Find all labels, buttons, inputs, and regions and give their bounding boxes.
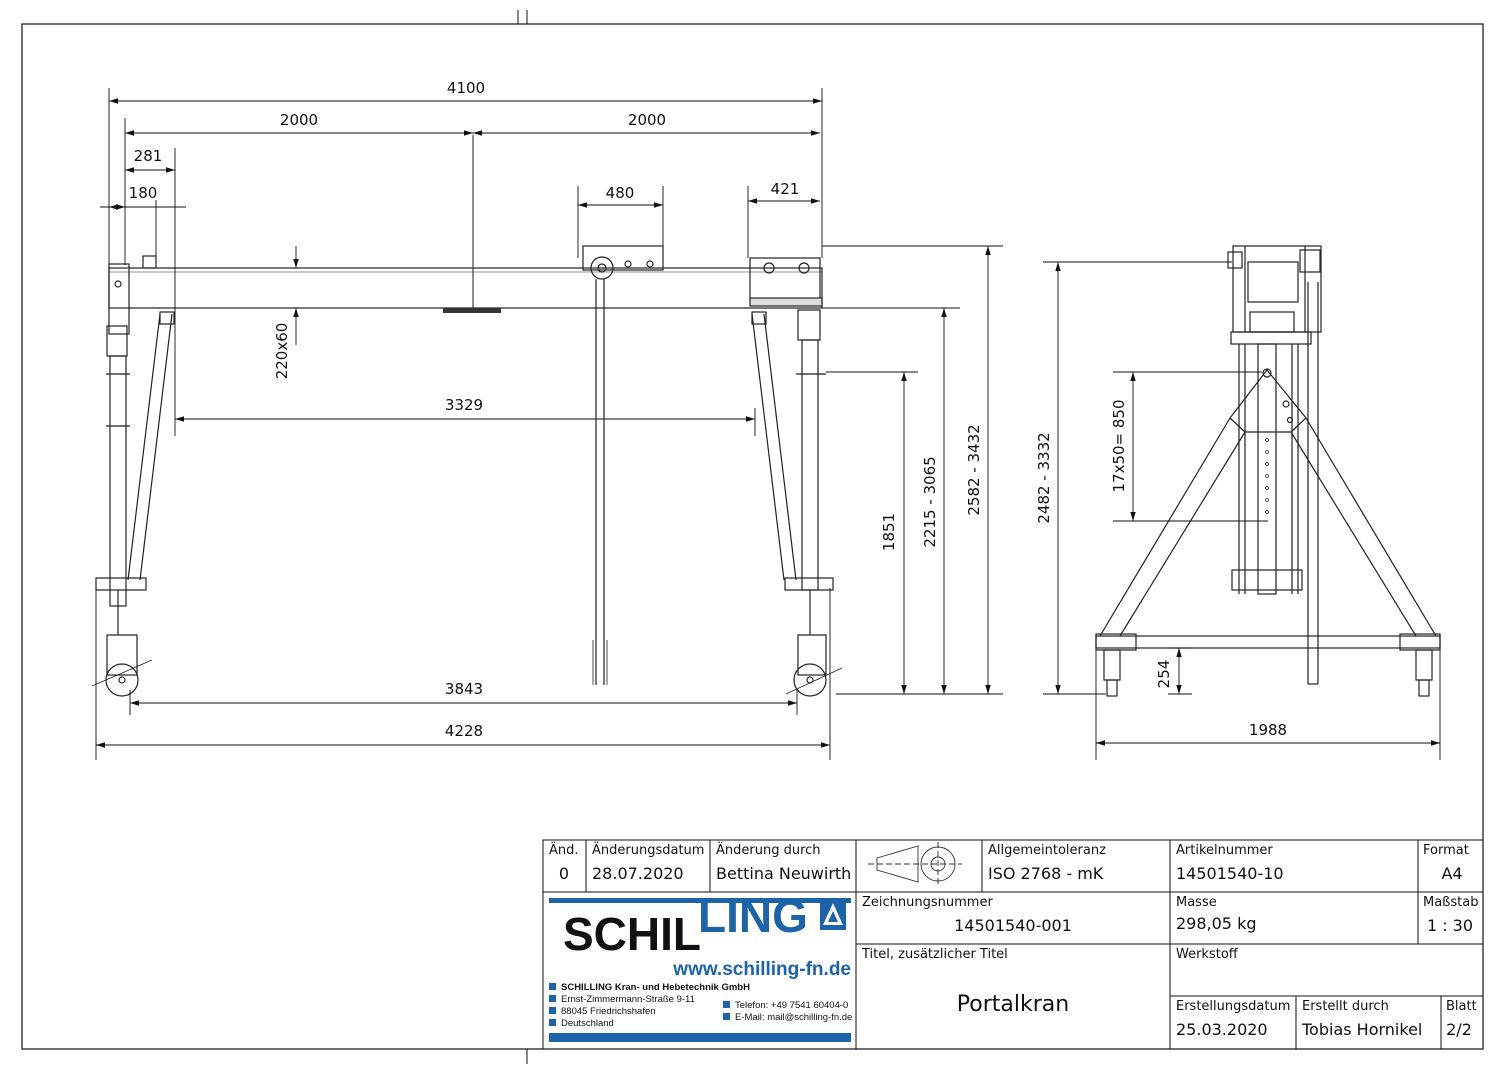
dim-beam-profile: 220x60 [273,323,291,380]
dim-254: 254 [1155,660,1173,689]
article-no-value: 14501540-10 [1176,864,1284,883]
right-leg [751,309,843,697]
dim-inner-span: 3329 [445,396,483,414]
dim-overall-top: 4100 [447,79,485,97]
dim-1851: 1851 [880,513,898,551]
revision-label: Änd. [549,842,579,858]
drawing-no-label: Zeichnungsnummer [862,895,993,910]
created-by-value: Tobias Hornikel [1301,1020,1422,1039]
front-dimension-texts: 4100 2000 2000 281 180 480 421 220x60 33… [129,79,983,740]
company-logo: SCHIL LING www.schilling-fn.de [549,890,851,980]
dim-281: 281 [134,147,163,165]
dim-421: 421 [771,180,800,198]
front-view [91,135,843,697]
company-url[interactable]: www.schilling-fn.de [672,959,851,980]
sheet-value: 2/2 [1446,1020,1472,1039]
company-city: 88045 Friedrichshafen [561,1006,656,1017]
dim-track-width: 1988 [1249,721,1287,739]
mass-value: 298,05 kg [1176,914,1257,933]
revision-value: 0 [559,864,569,883]
dim-180: 180 [129,184,158,202]
dim-side-height: 2482 - 3332 [1035,432,1053,523]
dim-overall-bottom: 4228 [445,722,483,740]
side-view [1095,245,1441,697]
front-dimension-lines [95,88,1003,760]
scale-value: 1 : 30 [1427,916,1473,935]
tolerance-value: ISO 2768 - mK [988,864,1104,883]
created-by-label: Erstellt durch [1302,999,1389,1014]
mass-label: Masse [1176,895,1217,910]
trolley [582,245,664,685]
company-country: Deutschland [561,1018,614,1029]
company-street: Ernst-Zimmermann-Straße 9-11 [561,994,695,1005]
drawing-title: Portalkran [957,992,1069,1017]
side-dimension-lines [1043,261,1441,760]
drawing-no-value: 14501540-001 [954,916,1072,935]
company-name: SCHILLING Kran- und Hebetechnik GmbH [561,982,750,993]
company-email[interactable]: E-Mail: mail@schilling-fn.de [735,1012,852,1023]
change-date-label: Änderungsdatum [592,842,704,858]
main-beam [108,267,823,309]
article-no-label: Artikelnummer [1176,843,1273,858]
dim-half-left: 2000 [280,111,318,129]
changed-by-label: Änderung durch [716,842,821,858]
dim-wheel-span: 3843 [445,680,483,698]
dim-480: 480 [606,184,635,202]
format-value: A4 [1441,864,1462,883]
dim-2215-3065: 2215 - 3065 [921,456,939,547]
material-label: Werkstoff [1176,947,1239,962]
format-label: Format [1423,843,1469,858]
title-block: Änd. 0 Änderungsdatum 28.07.2020 Änderun… [542,839,1484,1050]
company-address: SCHILLING Kran- und Hebetechnik GmbH Ern… [549,982,852,1042]
logo-text-schil: SCHIL [563,908,701,960]
logo-text-ling: LING [698,890,808,942]
scale-label: Maßstab [1423,895,1478,910]
company-phone: Telefon: +49 7541 60404-0 [735,1000,848,1011]
dim-hole-pattern: 17x50= 850 [1110,399,1128,492]
projection-symbol-icon [868,842,962,886]
left-leg [91,311,175,697]
tolerance-label: Allgemeintoleranz [988,843,1106,858]
change-date-value: 28.07.2020 [592,864,684,883]
dim-2582-3432: 2582 - 3432 [965,424,983,515]
dim-half-right: 2000 [628,111,666,129]
created-date-value: 25.03.2020 [1176,1020,1268,1039]
title-label: Titel, zusätzlicher Titel [861,947,1008,962]
created-date-label: Erstellungsdatum [1176,999,1290,1014]
changed-by-value: Bettina Neuwirth [716,864,851,883]
sheet-label: Blatt [1446,999,1477,1014]
side-dimension-texts: 2482 - 3332 17x50= 850 254 1988 [1035,399,1287,739]
